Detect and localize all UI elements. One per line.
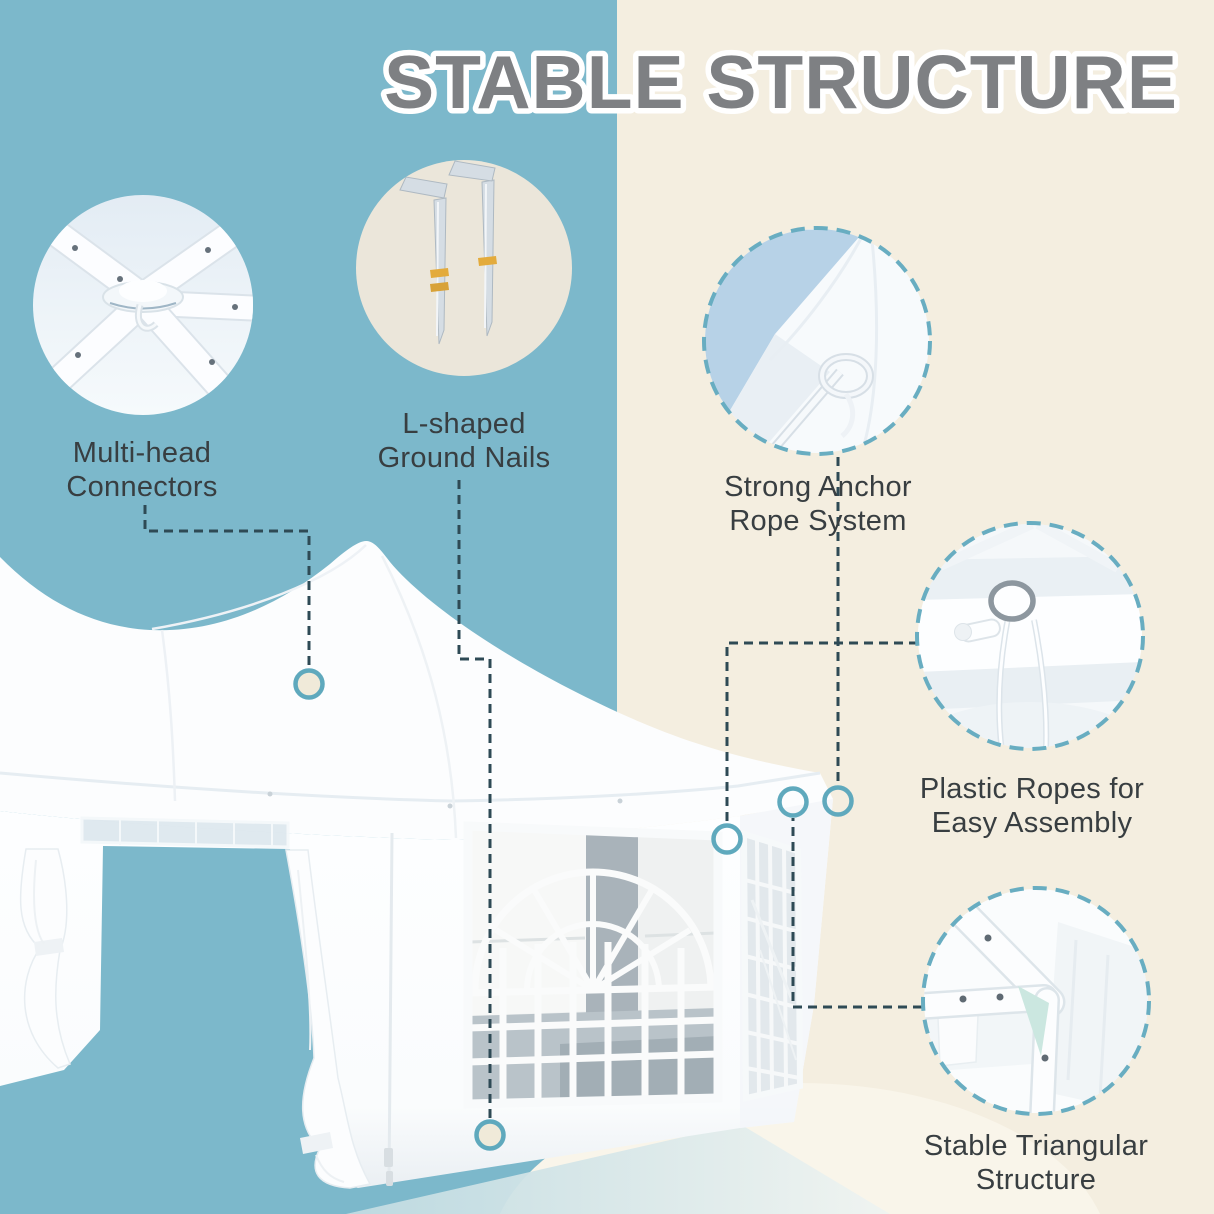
connector-multi-head: [143, 505, 311, 667]
feature-label-anchor-rope: Strong Anchor Rope System: [668, 470, 968, 538]
front-window: [463, 821, 723, 1109]
feature-label-plastic-ropes: Plastic Ropes for Easy Assembly: [882, 772, 1182, 840]
feature-label-line: Structure: [975, 1164, 1097, 1196]
feature-label-line: Ground Nails: [377, 442, 551, 474]
feature-label-line: Strong Anchor: [724, 471, 912, 503]
multi-head-connector-photo: [33, 195, 253, 415]
marker-triangular: [777, 786, 809, 818]
marker-plastic-ropes: [711, 823, 743, 855]
feature-label-line: L-shaped: [402, 408, 526, 440]
marker-ground-nails: [474, 1119, 506, 1151]
feature-label-line: Easy Assembly: [931, 807, 1133, 839]
anchor-rope-photo: [705, 229, 929, 453]
connector-triangular: [791, 818, 922, 1009]
right-door-curtain: [285, 849, 372, 1189]
corner-seam: [384, 832, 394, 1186]
left-door-curtain: [19, 848, 72, 1069]
connector-ground-nails: [457, 480, 492, 1119]
callout-markers: [293, 668, 854, 1151]
triangular-circle-border: [921, 886, 1151, 1116]
ground-shadow-front: [346, 1124, 890, 1214]
page-title: STABLE STRUCTURE: [384, 40, 1178, 124]
anchor-rope-circle-border: [702, 226, 932, 456]
feature-label-triangular: Stable Triangular Structure: [886, 1129, 1186, 1197]
tent-roof: [0, 541, 833, 840]
side-window: [740, 829, 804, 1102]
feature-label-line: Connectors: [66, 471, 218, 503]
feature-label-line: Rope System: [729, 505, 907, 537]
feature-label-line: Plastic Ropes for: [919, 773, 1145, 805]
tent: [0, 541, 833, 1214]
feature-label-ground-nails: L-shaped Ground Nails: [314, 407, 614, 475]
l-shaped-ground-nails-photo: [356, 160, 572, 376]
marker-multi-head: [293, 668, 325, 700]
feature-label-multi-head: Multi-head Connectors: [0, 436, 292, 504]
marker-anchor-rope: [822, 785, 854, 817]
feature-label-line: Multi-head: [72, 437, 212, 469]
feature-label-line: Stable Triangular: [923, 1130, 1149, 1162]
plastic-rope-circle-border: [915, 521, 1145, 751]
triangular-frame-corner-photo: [924, 889, 1148, 1113]
callout-connectors: [143, 457, 922, 1119]
connector-plastic-ropes: [725, 641, 918, 823]
transom-window: [80, 816, 290, 849]
tent-door-opening: [0, 846, 346, 1214]
